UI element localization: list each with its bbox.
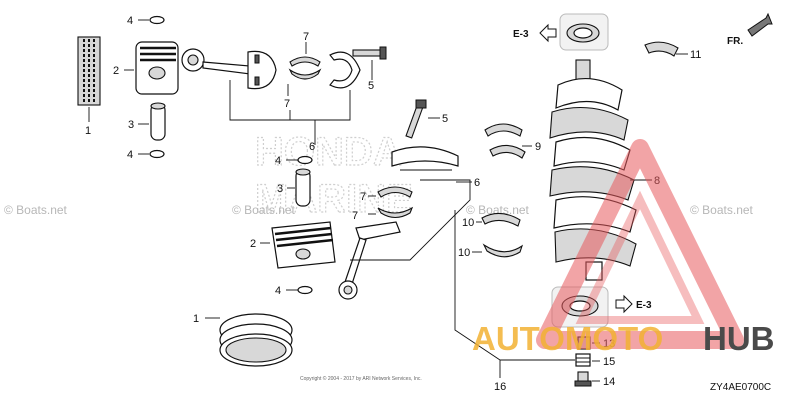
thrust-washer[interactable] — [644, 41, 679, 57]
rod-cap-top[interactable] — [329, 51, 361, 89]
plug-bolt[interactable] — [574, 371, 592, 387]
copyright-text: Copyright © 2004 - 2017 by ARI Network S… — [300, 375, 422, 382]
callout-11: 11 — [690, 49, 701, 61]
callout-7-upper: 7 — [303, 31, 309, 43]
callout-14: 14 — [603, 376, 615, 388]
piston-rings-bottom[interactable] — [219, 313, 293, 367]
callout-16: 16 — [494, 381, 506, 393]
boats-watermark-right: © Boats.net — [690, 203, 754, 217]
arrow-left-icon — [539, 23, 557, 43]
arrow-up-right-icon — [747, 12, 773, 37]
diagram-code: ZY4AE0700C — [710, 382, 771, 393]
piston-top[interactable] — [135, 41, 179, 95]
piston-center[interactable] — [271, 221, 336, 269]
brand-auto-text: AUTOMOTO — [472, 320, 663, 357]
callout-1: 1 — [85, 125, 91, 137]
brand-hub-text: HUB — [703, 320, 775, 357]
callout-10-upper: 10 — [462, 217, 474, 229]
e3-label-top: E-3 — [513, 29, 529, 40]
rod-bearing-center[interactable] — [377, 186, 414, 219]
rod-bolt-top[interactable] — [352, 46, 387, 60]
rod-bolt-center[interactable] — [405, 99, 427, 139]
connecting-rod-center[interactable] — [338, 221, 401, 300]
callout-5-center: 5 — [442, 113, 448, 125]
piston-pin-top[interactable] — [150, 102, 166, 141]
connecting-rod-top[interactable] — [181, 48, 277, 90]
main-bearing-10-upper[interactable] — [481, 212, 521, 227]
clip-mid[interactable] — [149, 149, 165, 159]
callout-9: 9 — [535, 141, 541, 153]
fr-label: FR. — [727, 36, 743, 47]
callout-2: 2 — [113, 65, 119, 77]
boats-watermark-center: © Boats.net — [466, 203, 530, 217]
arrow-right-icon — [615, 294, 633, 314]
e3-ref-top[interactable]: E-3 — [513, 23, 557, 43]
honda-marine-watermark: HONDA MARINE — [254, 129, 413, 221]
callout-7-center-a: 7 — [360, 191, 366, 203]
callout-6-center: 6 — [474, 177, 480, 189]
clip-center[interactable] — [297, 155, 313, 165]
boats-watermark-left: © Boats.net — [4, 203, 68, 217]
piston-pin-center[interactable] — [295, 168, 311, 207]
callout-10-lower: 10 — [458, 247, 470, 259]
callout-3-center: 3 — [277, 183, 283, 195]
clip-top[interactable] — [149, 15, 165, 25]
callout-15: 15 — [603, 356, 615, 368]
e3-label-bottom: E-3 — [636, 300, 652, 311]
e3-ref-bottom[interactable]: E-3 — [615, 294, 652, 314]
rod-cap-center[interactable] — [391, 146, 459, 171]
callout-1-bottom: 1 — [193, 313, 199, 325]
front-direction: FR. — [727, 12, 773, 47]
main-bearing-10-lower[interactable] — [482, 243, 524, 258]
callout-7-center-b: 7 — [352, 210, 358, 222]
oil-seal-top[interactable] — [559, 13, 609, 51]
automotohub-logo: AUTOMOTO HUB — [472, 139, 775, 357]
honda-watermark-line1: HONDA — [255, 130, 402, 174]
callout-3: 3 — [128, 119, 134, 131]
callout-7-lower: 7 — [284, 98, 290, 110]
callout-4-mid: 4 — [127, 149, 133, 161]
piston-rings-top[interactable] — [77, 36, 101, 106]
rod-bearing-upper[interactable] — [288, 56, 322, 80]
callout-2-center: 2 — [250, 238, 256, 250]
boats-watermark-mid: © Boats.net — [232, 203, 296, 217]
callout-4-lower: 4 — [275, 285, 281, 297]
callout-4-center: 4 — [275, 155, 281, 167]
main-bearing-upper[interactable] — [484, 123, 526, 159]
callout-4-top: 4 — [127, 15, 133, 27]
callout-6: 6 — [309, 141, 315, 153]
spring-washer[interactable] — [575, 353, 591, 367]
callout-5: 5 — [368, 80, 374, 92]
clip-lower[interactable] — [297, 285, 313, 295]
